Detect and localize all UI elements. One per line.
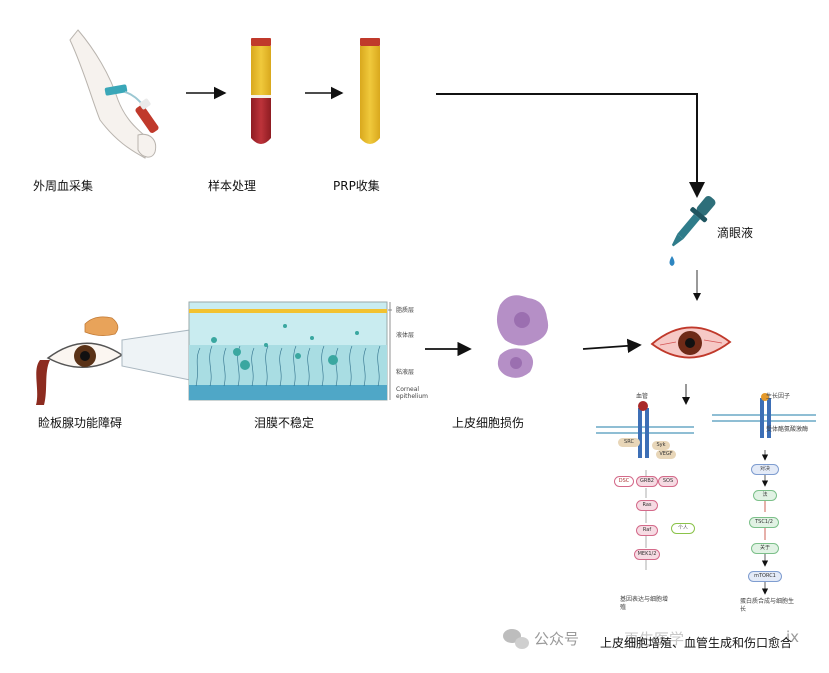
layer-epithelium-label-1: Corneal [396,386,420,393]
node-ras: Ras [636,500,658,511]
label-tear-film-instability: 泪膜不稳定 [254,416,315,430]
node-akt: 法 [753,490,777,501]
drop-icon [669,256,675,266]
node-raf: Raf [636,525,658,536]
meibomian-eye-illustration [36,316,124,405]
watermark-name: 再生医学 [624,630,685,648]
arrow-6 [582,338,642,354]
node-grb2: GRB2 [636,476,658,487]
zoom-connector [121,329,191,381]
label-eye-drops: 滴眼液 [717,226,754,240]
node-dsc: DSC [614,476,634,487]
damaged-cells-illustration [496,295,549,378]
layer-epithelium-label-2: epithelium [396,393,428,400]
tear-film-illustration [188,301,392,401]
arm-blood-draw-illustration [69,29,159,159]
node-vegf: VEGF [656,450,676,459]
label-conclusion: 上皮细胞增殖、血管生成和伤口愈合 [600,636,793,650]
label-prp-collection: PRP收集 [333,179,380,193]
label-meibomian-dysfunction: 睑板腺功能障碍 [38,416,123,430]
node-pi3k: 对决 [751,464,779,475]
node-src: SRC [618,438,640,447]
wechat-icon [503,629,529,649]
label-blood-collection: 外周血采集 [33,179,94,193]
dropper-illustration [671,195,716,247]
pathway-right-receptor-note: 受体酪氨酸激酶 [766,426,809,433]
watermark-prefix: 公众号 [534,630,580,648]
node-sos: SOS [658,476,678,487]
node-syk: Syk [652,441,670,450]
layer-lipid-label: 脂质层 [396,307,415,314]
pathway-left-output: 基因表达与细胞增殖 [620,596,669,611]
pathway-left-graphic [596,401,694,570]
arrow-3 [436,93,705,198]
label-epithelial-injury: 上皮细胞损伤 [452,416,525,430]
prp-tube-illustration [360,38,380,144]
node-mek: MEK1/2 [634,549,660,560]
pathway-left-ligand: 血管 [636,393,649,400]
node-rheb: 关于 [751,543,779,554]
pathway-right-ligand: 生长因子 [766,393,791,400]
pathway-right-graphic [712,393,816,595]
blood-tube-illustration [251,38,271,144]
layer-mucin-label: 粘液层 [396,369,415,376]
node-mtorc1: mTORC1 [748,571,782,582]
layer-aqueous-label: 液体层 [396,332,415,339]
red-eye-illustration [650,326,732,359]
label-sample-processing: 样本处理 [208,179,257,193]
node-side-note: 个人 [671,523,695,534]
watermark-suffix: ix [786,628,800,646]
node-tsc: TSC1/2 [749,517,779,528]
pathway-right-output: 蛋白质合成与细胞生长 [740,598,795,613]
